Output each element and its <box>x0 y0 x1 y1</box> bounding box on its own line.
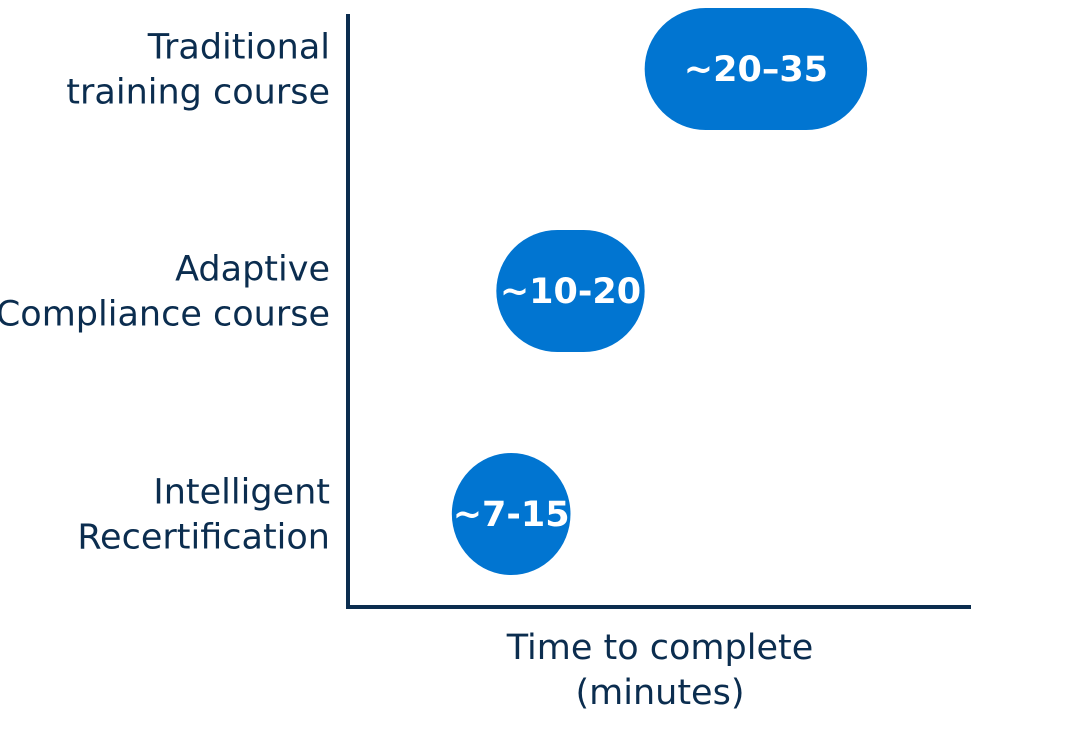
bar-data-label-2: ~7-15 <box>453 495 570 535</box>
x-axis-title-line-1: (minutes) <box>576 673 745 713</box>
category-label-0-line-0: Traditional <box>147 28 330 68</box>
bar-2 <box>451 453 571 575</box>
category-label-0-line-1: training course <box>66 73 330 113</box>
bar-1 <box>496 230 645 352</box>
x-axis-title-line-0: Time to complete <box>506 628 814 668</box>
category-label-1-line-0: Adaptive <box>175 250 330 290</box>
bars-group: ~20–35 ~10-20 ~7-15 <box>451 8 868 575</box>
category-label-2-line-0: Intelligent <box>153 473 330 513</box>
bar-0 <box>644 8 868 130</box>
category-label-1-line-1: Compliance course <box>0 295 330 335</box>
bar-data-label-0: ~20–35 <box>684 50 828 90</box>
x-axis-title: Time to complete (minutes) <box>506 628 814 713</box>
bar-data-label-1: ~10-20 <box>500 272 641 312</box>
category-labels: Traditional training courseAdaptiveCompli… <box>0 28 330 558</box>
category-label-2-line-1: Recertification <box>77 518 330 558</box>
